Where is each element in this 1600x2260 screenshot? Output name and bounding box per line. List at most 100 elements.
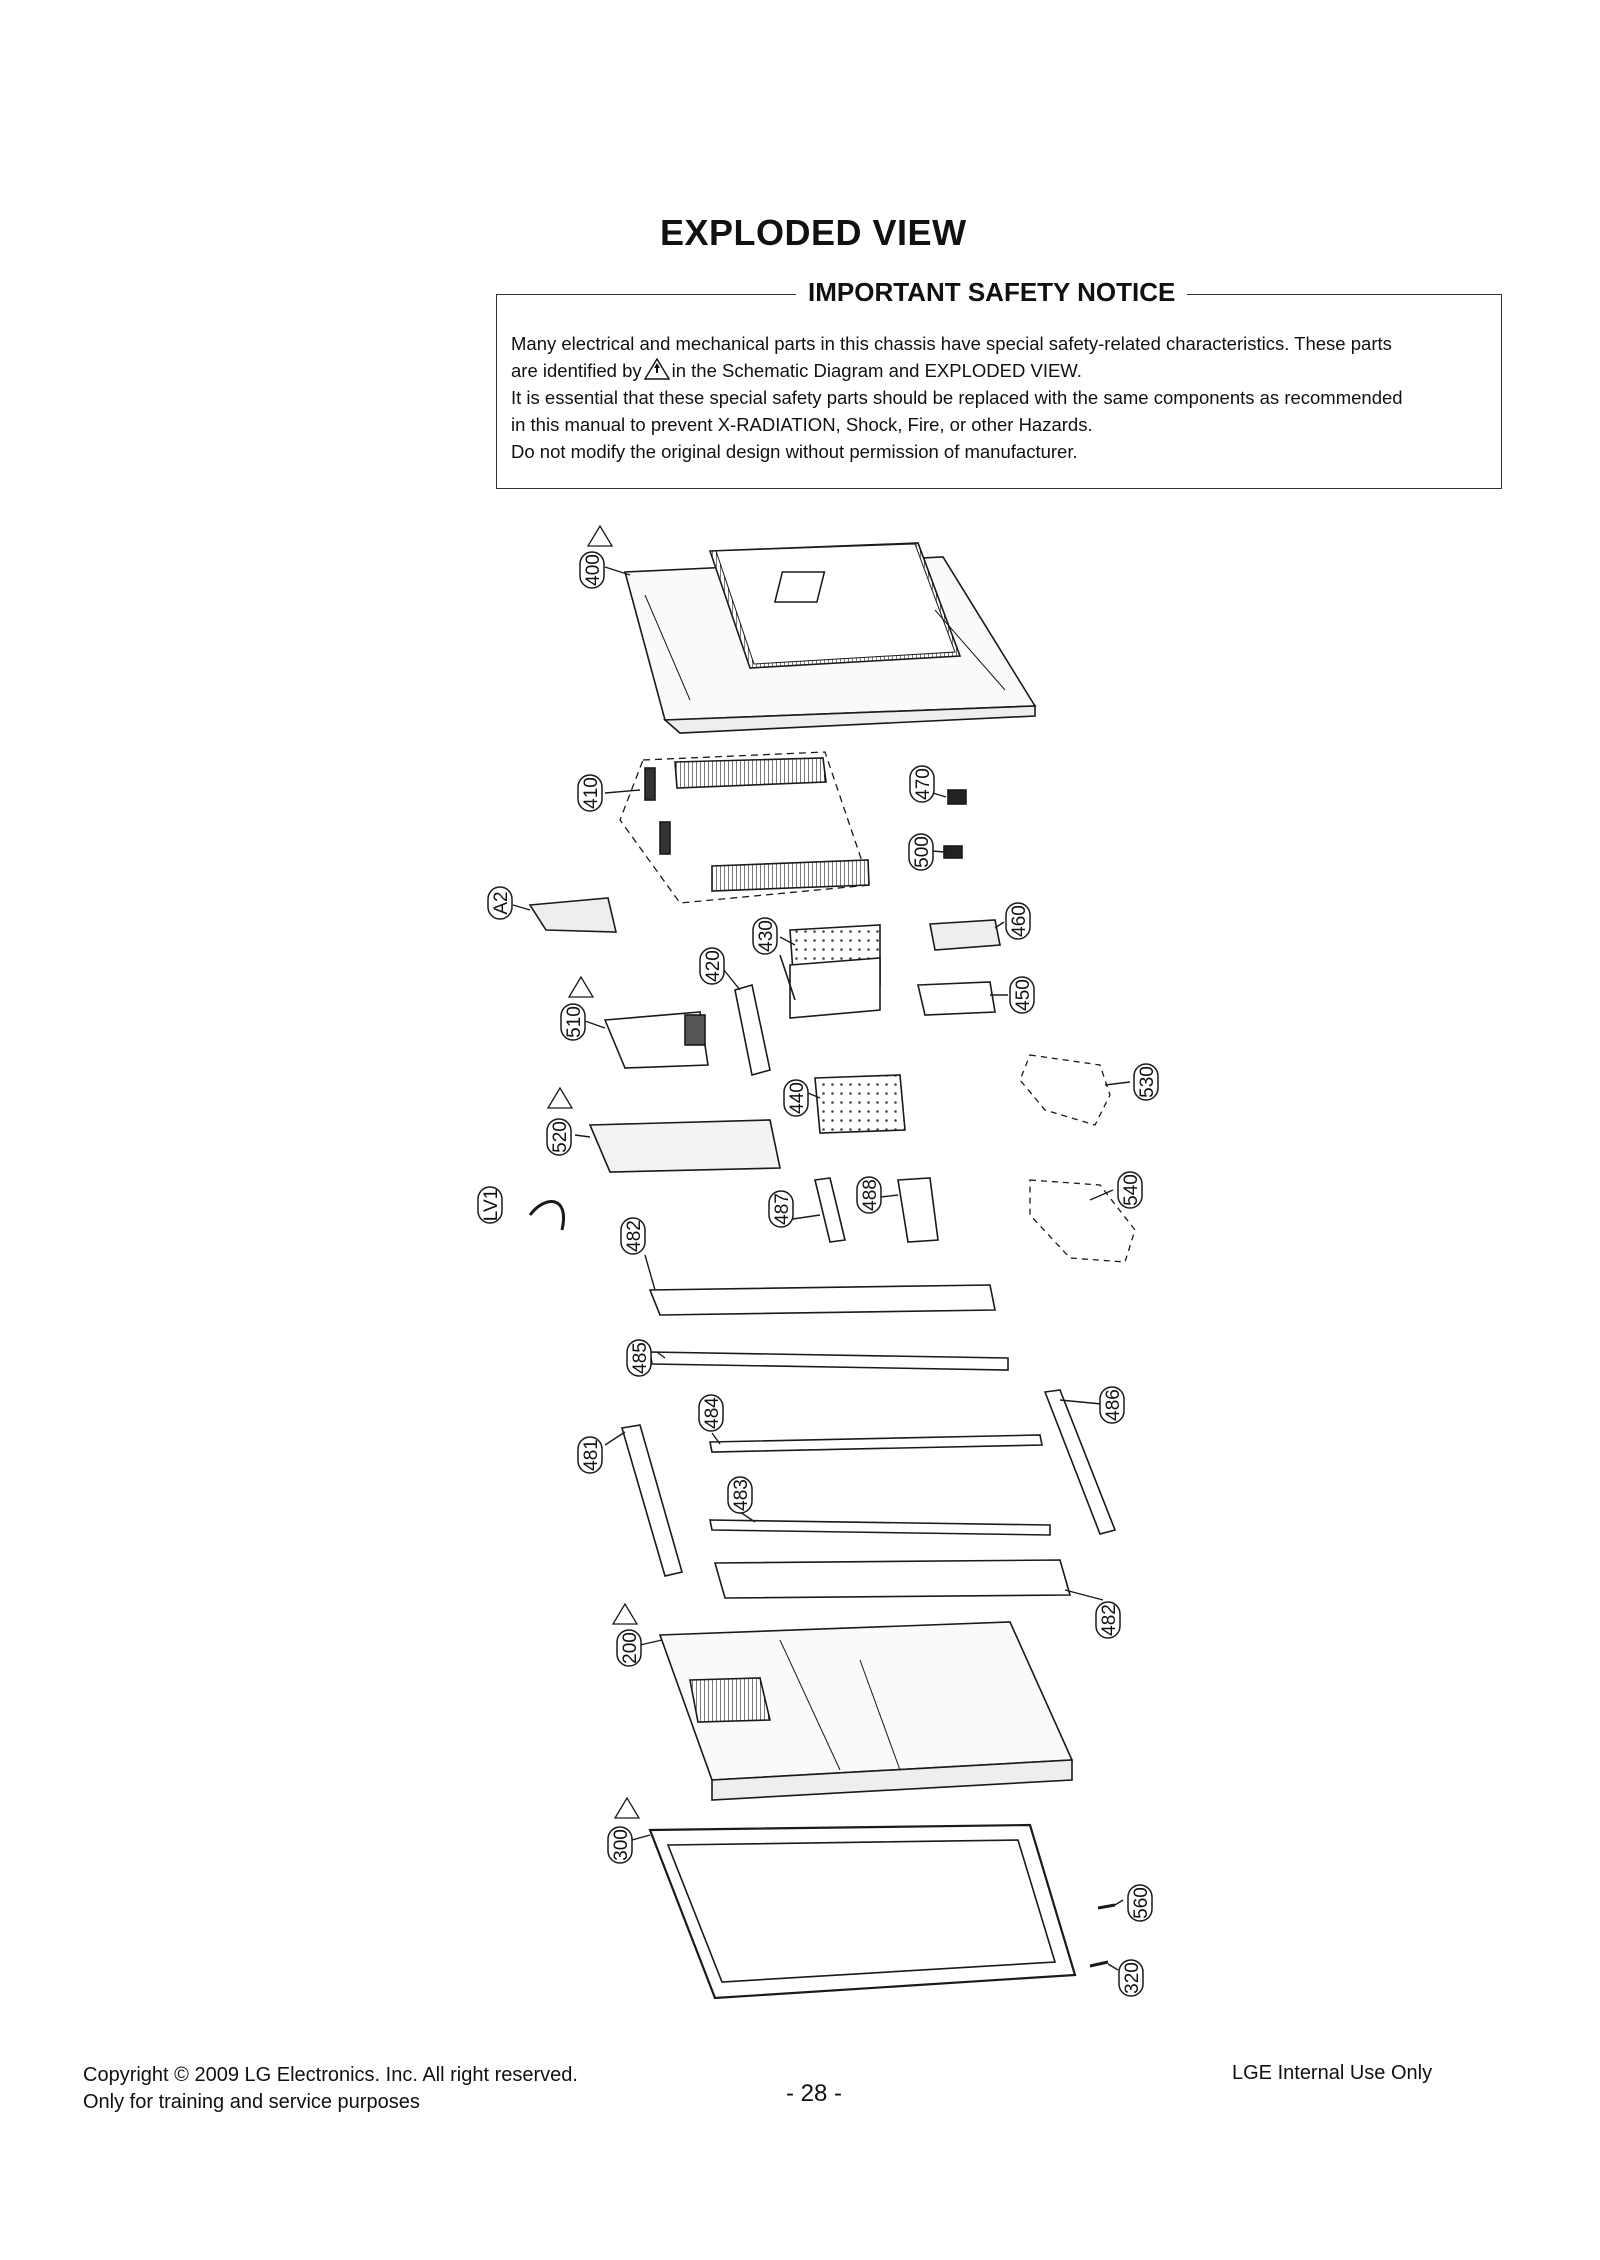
- callout-560: 560: [1127, 1884, 1153, 1922]
- callout-486: 486: [1099, 1386, 1125, 1424]
- footer-left: Copyright © 2009 LG Electronics. Inc. Al…: [83, 2062, 578, 2116]
- callout-482-top: 482: [620, 1217, 646, 1255]
- callout-440: 440: [783, 1079, 809, 1117]
- svg-text:520: 520: [550, 1121, 571, 1153]
- part-483: [709, 1519, 1051, 1536]
- footer-copyright: Copyright © 2009 LG Electronics. Inc. Al…: [83, 2064, 578, 2086]
- svg-text:300: 300: [611, 1829, 632, 1861]
- callout-482-bottom: 482: [1095, 1601, 1121, 1639]
- svg-text:320: 320: [1122, 1962, 1143, 1994]
- callout-488: 488: [856, 1176, 882, 1214]
- part-420: [734, 983, 771, 1077]
- svg-text:470: 470: [913, 768, 934, 800]
- part-540-group: [1029, 1179, 1136, 1263]
- part-560-screw: [1097, 1903, 1116, 1910]
- part-486: [1043, 1389, 1117, 1535]
- callout-510: 510: [560, 1003, 586, 1041]
- svg-text:486: 486: [1103, 1389, 1124, 1421]
- notice-line-2-after: in the Schematic Diagram and EXPLODED VI…: [671, 360, 1082, 381]
- part-440-shield: [814, 1074, 906, 1134]
- svg-text:410: 410: [581, 777, 602, 809]
- part-482-bottom: [713, 1559, 1072, 1599]
- callout-470: 470: [909, 765, 935, 803]
- part-460: [929, 919, 1001, 951]
- svg-text:487: 487: [772, 1193, 793, 1225]
- part-470: [947, 789, 967, 805]
- warning-triangle-icon: [613, 1796, 641, 1819]
- callout-481: 481: [577, 1436, 603, 1474]
- notice-line-2-before: are identified by: [511, 360, 642, 381]
- svg-text:560: 560: [1131, 1887, 1152, 1919]
- notice-line-2: are identified by in the Schematic Diagra…: [511, 357, 1489, 384]
- part-200-chassis: [658, 1621, 1074, 1801]
- svg-text:483: 483: [731, 1479, 752, 1511]
- part-500: [943, 845, 963, 859]
- callout-200: 200: [616, 1629, 642, 1667]
- part-487: [814, 1177, 846, 1243]
- part-450: [917, 981, 996, 1016]
- warning-triangle-icon: [586, 524, 614, 547]
- part-530-group: [1019, 1054, 1111, 1126]
- part-520-board: [588, 1119, 781, 1173]
- part-484: [709, 1434, 1043, 1453]
- callout-520: 520: [546, 1118, 572, 1156]
- svg-text:LV1: LV1: [481, 1189, 502, 1221]
- warning-triangle-icon: [567, 975, 595, 998]
- callout-400: 400: [579, 551, 605, 589]
- svg-text:450: 450: [1013, 979, 1034, 1011]
- svg-text:510: 510: [564, 1006, 585, 1038]
- page-number: - 28 -: [786, 2080, 843, 2107]
- part-481: [620, 1424, 683, 1577]
- callout-460: 460: [1005, 902, 1031, 940]
- callout-484: 484: [698, 1394, 724, 1432]
- page-title: EXPLODED VIEW: [660, 212, 967, 253]
- safety-notice-heading: IMPORTANT SAFETY NOTICE: [796, 277, 1188, 308]
- callout-a2: A2: [487, 886, 513, 920]
- part-speaker-group: [619, 751, 871, 904]
- svg-text:A2: A2: [491, 891, 512, 914]
- footer-purpose: Only for training and service purposes: [83, 2091, 420, 2113]
- svg-text:200: 200: [620, 1632, 641, 1664]
- callout-430: 430: [752, 917, 778, 955]
- notice-line-3: It is essential that these special safet…: [511, 387, 1403, 408]
- callout-487: 487: [768, 1190, 794, 1228]
- part-485: [649, 1351, 1009, 1371]
- part-488: [897, 1177, 939, 1243]
- callout-483: 483: [727, 1476, 753, 1514]
- svg-text:488: 488: [860, 1179, 881, 1211]
- part-300-bezel: [648, 1823, 1077, 2000]
- svg-text:484: 484: [702, 1397, 723, 1429]
- callout-300: 300: [607, 1826, 633, 1864]
- callout-530: 530: [1133, 1063, 1159, 1101]
- svg-text:540: 540: [1121, 1174, 1142, 1206]
- part-lv1-cable: [528, 1200, 565, 1231]
- svg-text:430: 430: [756, 920, 777, 952]
- callout-540: 540: [1117, 1171, 1143, 1209]
- svg-text:400: 400: [583, 554, 604, 586]
- svg-text:440: 440: [787, 1082, 808, 1114]
- svg-text:420: 420: [703, 950, 724, 982]
- part-320-screw: [1089, 1960, 1109, 1968]
- safety-notice-body: Many electrical and mechanical parts in …: [511, 330, 1489, 465]
- svg-text:482: 482: [624, 1220, 645, 1252]
- notice-line-5: Do not modify the original design withou…: [511, 441, 1078, 462]
- part-510-board: [603, 1011, 709, 1069]
- svg-text:460: 460: [1009, 905, 1030, 937]
- callout-485: 485: [626, 1339, 652, 1377]
- callout-410: 410: [577, 774, 603, 812]
- part-a2: [528, 897, 618, 933]
- notice-line-4: in this manual to prevent X-RADIATION, S…: [511, 414, 1093, 435]
- svg-text:485: 485: [630, 1342, 651, 1374]
- part-430-shield: [779, 924, 881, 1019]
- notice-line-1: Many electrical and mechanical parts in …: [511, 333, 1392, 354]
- svg-text:481: 481: [581, 1439, 602, 1471]
- warning-triangle-icon: [546, 1086, 574, 1109]
- svg-text:500: 500: [912, 836, 933, 868]
- callout-lv1: LV1: [477, 1186, 503, 1224]
- callout-420: 420: [699, 947, 725, 985]
- safety-warning-icon: [643, 358, 670, 380]
- warning-triangle-icon: [611, 1602, 639, 1625]
- callout-450: 450: [1009, 976, 1035, 1014]
- svg-text:530: 530: [1137, 1066, 1158, 1098]
